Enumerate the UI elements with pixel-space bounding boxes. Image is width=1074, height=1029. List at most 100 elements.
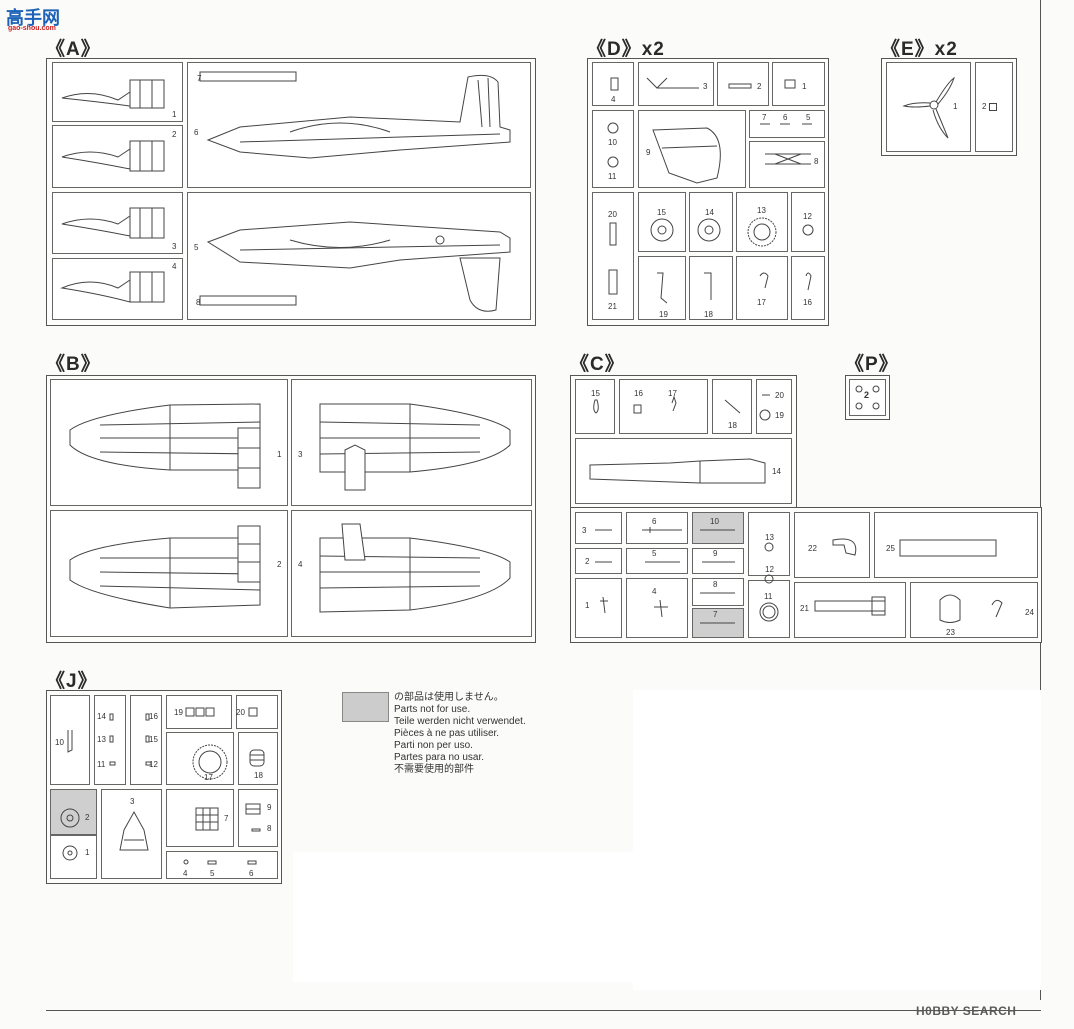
part-d2-number: 2 bbox=[757, 82, 762, 91]
part-a2-number: 2 bbox=[172, 130, 177, 139]
part-j19-number: 19 bbox=[174, 708, 183, 717]
part-c16-number: 16 bbox=[634, 389, 643, 398]
part-c19-number: 19 bbox=[775, 411, 784, 420]
legend-line-en: Parts not for use. bbox=[394, 704, 471, 715]
part-c7-number: 7 bbox=[713, 610, 718, 619]
part-j6-number: 6 bbox=[249, 869, 254, 878]
part-p2-drawing bbox=[855, 385, 880, 410]
part-b4-number: 4 bbox=[298, 560, 303, 569]
part-j2-number: 2 bbox=[85, 813, 90, 822]
part-c22-number: 22 bbox=[808, 544, 817, 553]
sprue-j-part-18-cell bbox=[238, 732, 278, 785]
part-c17-number: 17 bbox=[668, 389, 677, 398]
part-d8-number: 8 bbox=[814, 157, 819, 166]
watermark-url: gao-shou.com bbox=[8, 25, 56, 32]
part-j14-number: 14 bbox=[97, 712, 106, 721]
part-d21-number: 21 bbox=[608, 302, 617, 311]
sprue-d-part-14-cell bbox=[689, 192, 733, 252]
part-c15-number: 15 bbox=[591, 389, 600, 398]
part-b2-number: 2 bbox=[277, 560, 282, 569]
legend-line-jp: の部品は使用しません。 bbox=[394, 692, 504, 703]
sprue-d-part-13-cell bbox=[736, 192, 788, 252]
part-b2-wing-drawing bbox=[69, 525, 261, 609]
sprue-c-part-23-24-cell bbox=[910, 582, 1038, 638]
part-a6-fuselage-drawing bbox=[199, 71, 511, 159]
sprue-d-part-3-cell bbox=[638, 62, 714, 106]
part-j13-number: 13 bbox=[97, 735, 106, 744]
sprue-c-part-6-cell bbox=[626, 512, 688, 544]
part-j20-number: 20 bbox=[236, 708, 245, 717]
part-d7-number: 7 bbox=[762, 113, 767, 122]
sprue-d-part-16-cell bbox=[791, 256, 825, 320]
part-c20-number: 20 bbox=[775, 391, 784, 400]
section-e-title: 《E》x2 bbox=[881, 39, 958, 60]
part-a8-number: 8 bbox=[196, 298, 201, 307]
part-d20-number: 20 bbox=[608, 210, 617, 219]
part-a1-number: 1 bbox=[172, 110, 177, 119]
part-c25-number: 25 bbox=[886, 544, 895, 553]
part-j9-number: 9 bbox=[267, 803, 272, 812]
part-c24-number: 24 bbox=[1025, 608, 1034, 617]
part-c11-number: 11 bbox=[764, 592, 773, 601]
sprue-d-part-17-cell bbox=[736, 256, 788, 320]
part-c18-number: 18 bbox=[728, 421, 737, 430]
part-d10-number: 10 bbox=[608, 138, 617, 147]
part-d1-number: 1 bbox=[802, 82, 807, 91]
part-b1-wing-drawing bbox=[69, 403, 261, 489]
part-d11-number: 11 bbox=[608, 172, 617, 181]
blank-area-right bbox=[633, 690, 1041, 990]
part-b3-number: 3 bbox=[298, 450, 303, 459]
section-a-title: 《A》 bbox=[46, 39, 101, 60]
part-b3-wing-drawing bbox=[319, 403, 511, 491]
part-j12-number: 12 bbox=[149, 760, 158, 769]
part-d6-number: 6 bbox=[783, 113, 788, 122]
part-d18-number: 18 bbox=[704, 310, 713, 319]
legend-not-used-swatch bbox=[342, 692, 389, 722]
part-j17-number: 17 bbox=[204, 773, 213, 782]
sprue-c-part-11-cell bbox=[748, 580, 790, 638]
part-j5-number: 5 bbox=[210, 869, 215, 878]
part-c3-number: 3 bbox=[582, 526, 587, 535]
part-j4-number: 4 bbox=[183, 869, 188, 878]
part-j3-number: 3 bbox=[130, 797, 135, 806]
part-c2-number: 2 bbox=[585, 557, 590, 566]
sprue-c-part-1-cell bbox=[575, 578, 622, 638]
sprue-c-part-15-cell bbox=[575, 379, 615, 434]
sprue-c-part-10-cell bbox=[692, 512, 744, 544]
part-d19-number: 19 bbox=[659, 310, 668, 319]
sprue-c-part-8-cell bbox=[692, 578, 744, 606]
part-c12-number: 12 bbox=[765, 565, 774, 574]
legend-line-it: Parti non per uso. bbox=[394, 740, 473, 751]
page-bottom-border bbox=[46, 1010, 1041, 1011]
section-c-title: 《C》 bbox=[570, 354, 625, 375]
section-b-title: 《B》 bbox=[46, 354, 101, 375]
sprue-j-part-2-cell bbox=[50, 789, 97, 835]
part-c14-number: 14 bbox=[772, 467, 781, 476]
sprue-e-part-1-cell bbox=[886, 62, 971, 152]
sprue-j-drawings bbox=[60, 707, 265, 865]
watermark-logo: 高手网 bbox=[6, 8, 60, 28]
sprue-c-part-9-cell bbox=[692, 548, 744, 574]
section-d-title: 《D》x2 bbox=[587, 39, 665, 60]
sprue-j-part-10-cell bbox=[50, 695, 90, 785]
sprue-d-part-20-21-cell bbox=[592, 192, 634, 320]
part-d3-number: 3 bbox=[703, 82, 708, 91]
sprue-c-part-5-cell bbox=[626, 548, 688, 574]
sprue-d-part-1-cell bbox=[772, 62, 825, 106]
part-d17-number: 17 bbox=[757, 298, 766, 307]
page-right-border bbox=[1040, 0, 1041, 1000]
part-j8-number: 8 bbox=[267, 824, 272, 833]
part-a4-number: 4 bbox=[172, 262, 177, 271]
part-c5-number: 5 bbox=[652, 549, 657, 558]
sprue-d-part-12-cell bbox=[791, 192, 825, 252]
sprue-c-part-4-cell bbox=[626, 578, 688, 638]
part-e2-number: 2 bbox=[982, 102, 987, 111]
part-d12-number: 12 bbox=[803, 212, 812, 221]
part-d16-number: 16 bbox=[803, 298, 812, 307]
part-j15-number: 15 bbox=[149, 735, 158, 744]
part-a3-engine-drawing bbox=[61, 207, 165, 239]
legend-line-fr: Pièces à ne pas utiliser. bbox=[394, 728, 500, 739]
legend-line-de: Teile werden nicht verwendet. bbox=[394, 716, 526, 727]
sprue-e-part-2-cell bbox=[975, 62, 1013, 152]
part-c13-number: 13 bbox=[765, 533, 774, 542]
